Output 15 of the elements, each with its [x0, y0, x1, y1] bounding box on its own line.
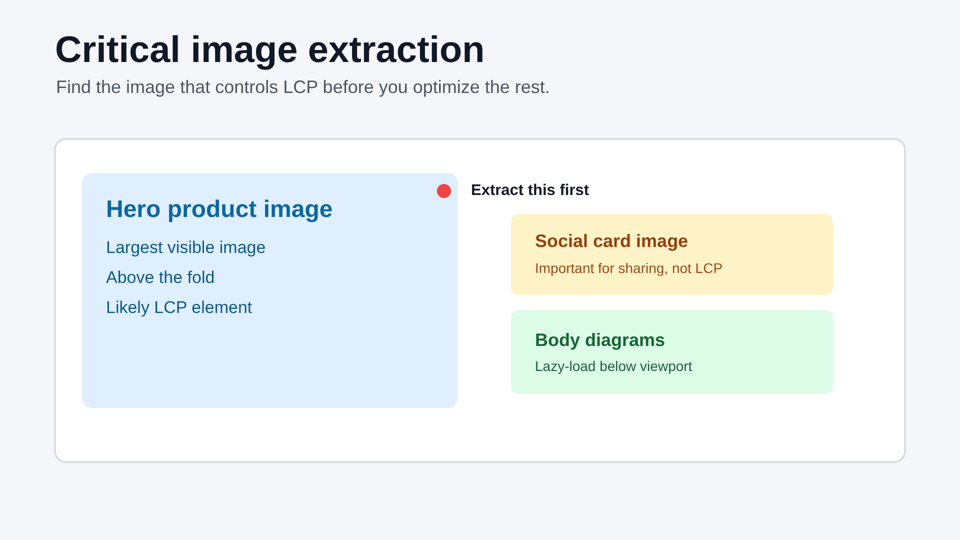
card-text: Lazy-load below viewport — [535, 357, 692, 375]
callout-label: Extract this first — [471, 182, 590, 200]
card-heading: Body diagrams — [535, 329, 666, 351]
subtitle-text: Find the image that controls LCP before you optimize the rest. — [56, 76, 550, 98]
list-item: Likely LCP element — [106, 297, 252, 318]
card-heading: Social card image — [535, 230, 688, 252]
info-card — [511, 310, 833, 394]
card-text: Important for sharing, not LCP — [535, 259, 723, 277]
list-item: Above the fold — [106, 267, 215, 288]
card-heading: Hero product image — [106, 195, 333, 224]
content-panel — [54, 138, 906, 463]
info-card — [511, 214, 833, 295]
info-card — [82, 173, 458, 408]
list-item: Largest visible image — [106, 237, 266, 258]
slide-title: Critical image extraction — [55, 28, 485, 72]
